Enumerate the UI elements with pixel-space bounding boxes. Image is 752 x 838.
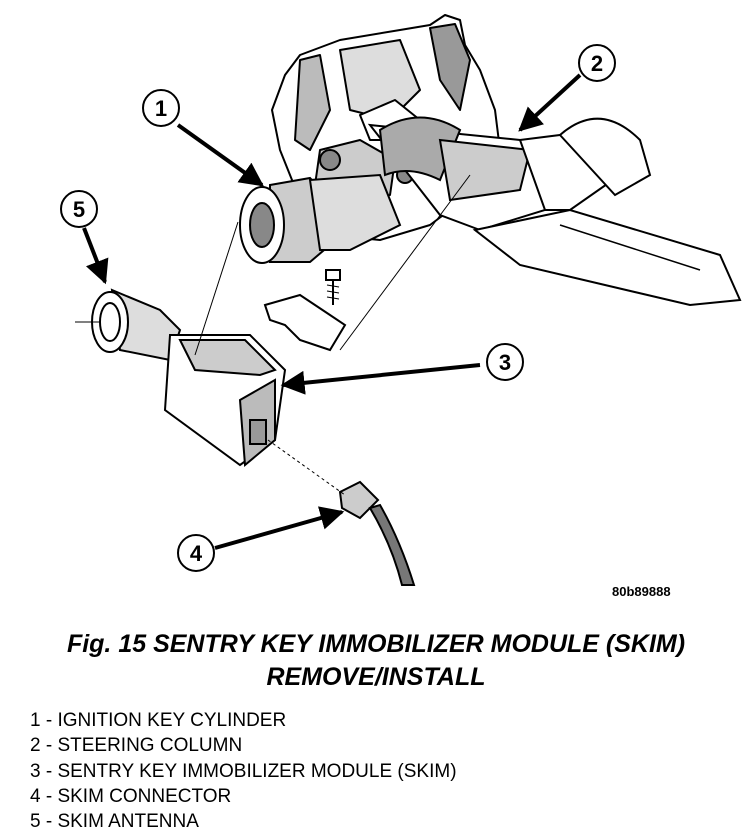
mounting-bolt <box>325 269 341 305</box>
module-bracket <box>263 293 347 352</box>
legend-item: 4 - SKIM CONNECTOR <box>30 785 232 807</box>
callout-arrows <box>82 73 582 550</box>
legend-item: 2 - STEERING COLUMN <box>30 735 243 757</box>
callout-1-arrow <box>176 123 264 187</box>
callout-4-arrow <box>214 506 345 550</box>
ignition-key-cylinder <box>239 173 402 264</box>
figure-code: 80b89888 <box>612 584 671 599</box>
legend-item: 5 - SKIM ANTENNA <box>30 811 199 833</box>
skim-connector <box>338 480 416 586</box>
callout-5-arrow <box>82 227 109 285</box>
callout-4-label: 4 <box>190 541 203 566</box>
legend-item: 1 - IGNITION KEY CYLINDER <box>30 710 287 731</box>
callout-5: 5 <box>60 190 98 228</box>
skim-antenna <box>91 288 182 362</box>
callout-1-label: 1 <box>155 96 167 121</box>
callout-4: 4 <box>177 534 215 572</box>
callout-3-arrow <box>280 363 481 395</box>
callout-3: 3 <box>486 343 524 381</box>
caption-line-2: REMOVE/INSTALL <box>266 663 486 691</box>
assembly-guide-lines <box>75 174 471 496</box>
steering-column <box>367 116 742 307</box>
callout-2-arrow <box>518 73 582 132</box>
legend-item: 3 - SENTRY KEY IMMOBILIZER MODULE (SKIM) <box>30 760 457 782</box>
callout-5-label: 5 <box>73 197 85 222</box>
callout-2-label: 2 <box>591 51 603 76</box>
callout-1: 1 <box>142 89 180 127</box>
legend-list: 1 - IGNITION KEY CYLINDER 2 - STEERING C… <box>30 708 457 834</box>
skim-exploded-diagram: 1 2 3 4 5 <box>60 14 742 586</box>
callout-3-label: 3 <box>499 350 511 375</box>
caption-line-1: Fig. 15 SENTRY KEY IMMOBILIZER MODULE (S… <box>66 630 686 658</box>
skim-module <box>163 334 287 468</box>
figure-caption: Fig. 15 SENTRY KEY IMMOBILIZER MODULE (S… <box>0 628 752 694</box>
callout-2: 2 <box>578 44 616 82</box>
